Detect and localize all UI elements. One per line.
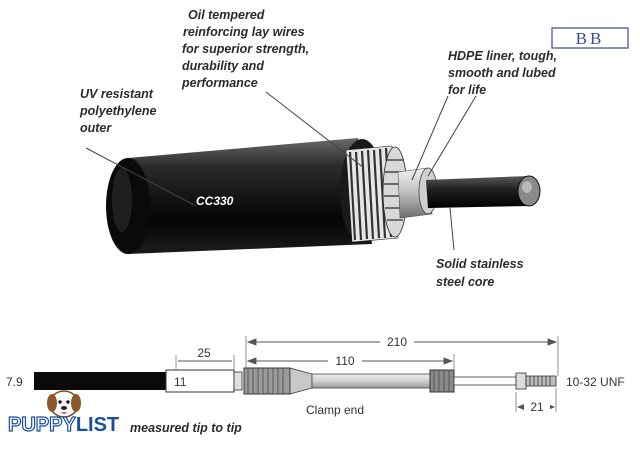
jacket-section [34, 372, 166, 390]
dimension-drawing: 210 110 25 7.9 11 10-32 UNF 21 Clamp end… [6, 335, 625, 435]
end-collar [429, 369, 455, 393]
watermark-text-b: LIST [75, 414, 120, 436]
dog-icon [47, 390, 81, 418]
svg-text:HDPE liner, tough,: HDPE liner, tough, [448, 49, 557, 63]
knurled-nut [243, 367, 291, 395]
cable-model-label: CC330 [196, 194, 234, 208]
lay-wires [345, 145, 408, 243]
label-solid-core: Solid stainless steel core [436, 257, 524, 289]
steel-core [426, 175, 541, 208]
clamp-end-label: Clamp end [306, 403, 364, 417]
label-uv-resistant: UV resistant polyethylene outer [79, 87, 156, 135]
inner-rod [453, 376, 517, 386]
dim-end-length: 21 [530, 400, 544, 414]
svg-text:polyethylene: polyethylene [79, 104, 156, 118]
dim-outer-diameter: 7.9 [6, 375, 23, 389]
cable-cutaway: CC330 [85, 91, 541, 254]
dim-overall: 210 [387, 335, 407, 349]
threaded-end [515, 372, 557, 390]
slide-tube [311, 373, 431, 389]
dim-thread: 10-32 UNF [566, 375, 625, 389]
svg-text:BB: BB [576, 29, 605, 48]
svg-text:UV resistant: UV resistant [80, 87, 154, 101]
dim-inner-diameter: 11 [174, 375, 187, 389]
svg-text:reinforcing lay wires: reinforcing lay wires [183, 25, 305, 39]
svg-text:for superior strength,: for superior strength, [182, 42, 309, 56]
watermark-logo: PUPPYLIST [7, 388, 132, 440]
label-hdpe-liner: HDPE liner, tough, smooth and lubed for … [448, 49, 557, 97]
svg-text:durability and: durability and [182, 59, 264, 73]
measured-note: measured tip to tip [130, 421, 242, 435]
watermark-text-a: PUPPY [7, 413, 76, 436]
dim-clamp-length: 25 [197, 346, 211, 360]
svg-text:smooth and lubed: smooth and lubed [448, 66, 556, 80]
leader-lines [85, 91, 477, 251]
dim-stroke: 110 [335, 354, 354, 368]
svg-text:Solid stainless: Solid stainless [436, 257, 524, 271]
svg-text:outer: outer [80, 121, 112, 135]
svg-text:for life: for life [448, 83, 486, 97]
svg-text:steel core: steel core [436, 275, 494, 289]
svg-text:performance: performance [181, 76, 258, 90]
bb-logo: BB [551, 27, 629, 49]
label-oil-tempered: Oil tempered reinforcing lay wires for s… [181, 8, 309, 90]
svg-text:Oil tempered: Oil tempered [188, 8, 265, 22]
